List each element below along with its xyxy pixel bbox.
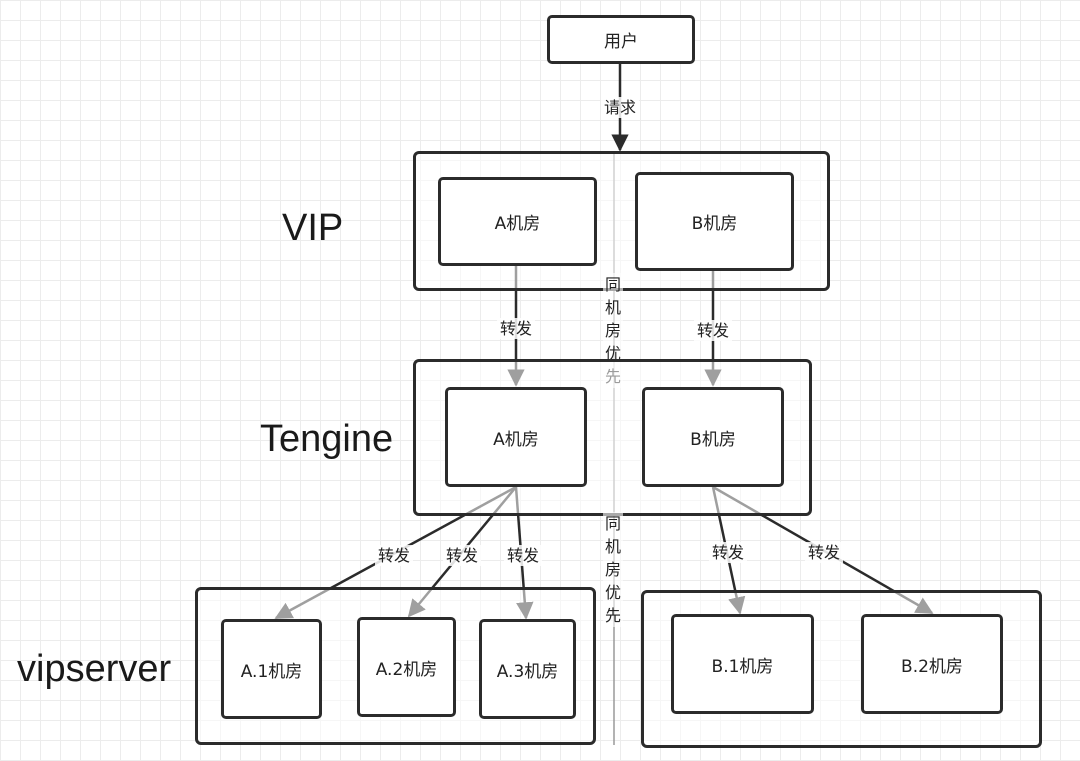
vipserver-room-a2: A.2机房 [357,617,456,717]
forward-label-to-a1: 转发 [375,545,414,567]
vip-layer-title: VIP [282,207,344,249]
same-room-priority-label-lower: 同机房优先 [603,512,623,627]
vipserver-room-b2-label: B.2机房 [901,656,963,677]
tengine-layer-title: Tengine [260,418,394,460]
vipserver-room-b2: B.2机房 [861,614,1003,714]
forward-label-to-b1: 转发 [709,542,748,564]
tengine-room-a: A机房 [445,387,587,487]
vipserver-room-a1-label: A.1机房 [240,661,303,682]
tengine-room-b: B机房 [642,387,784,487]
vip-room-b: B机房 [635,172,794,271]
forward-label-to-b2: 转发 [805,542,844,564]
vip-room-a-label: A机房 [494,214,541,234]
vipserver-room-a3-label: A.3机房 [496,661,559,682]
vipserver-room-a2-label: A.2机房 [375,659,438,680]
vip-room-b-label: B机房 [691,214,738,234]
forward-label-vip-b: 转发 [694,320,733,342]
tengine-room-a-label: A机房 [493,429,539,450]
tengine-room-b-label: B机房 [690,429,736,450]
vipserver-room-b1: B.1机房 [671,614,814,714]
forward-label-vip-a: 转发 [497,318,536,340]
vipserver-room-b1-label: B.1机房 [711,656,774,677]
request-label: 请求 [601,97,640,119]
forward-label-to-a3: 转发 [504,545,543,567]
user-node: 用户 [547,15,695,64]
forward-label-to-a2: 转发 [443,545,482,567]
vipserver-room-a1: A.1机房 [221,619,322,719]
vipserver-room-a3: A.3机房 [479,619,576,719]
vipserver-layer-title: vipserver [17,648,172,690]
vip-room-a: A机房 [438,177,597,266]
user-label: 用户 [604,32,638,52]
